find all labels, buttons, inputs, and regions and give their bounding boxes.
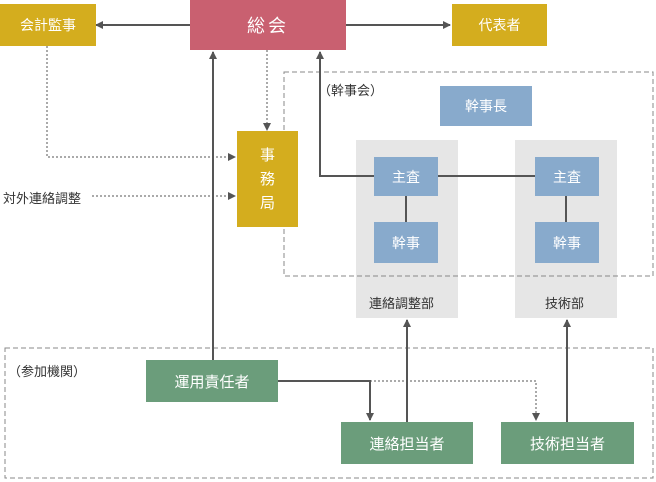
jimukyoku-char-3: 局 [259,194,275,212]
gijutsu-kanji-box: 幹事 [535,222,599,263]
renraku-kanji-box: 幹事 [374,222,438,263]
arrow-unyou-to-gijutsu-tantou [278,380,540,421]
arrow-unyou-to-renraku-tantou [278,380,374,421]
gijutsu-bu-label: 技術部 [545,297,585,312]
renraku-bu-label: 連絡調整部 [369,297,435,312]
unyou-sekininsha-box: 運用責任者 [146,360,278,402]
soukai-box: 総会 [190,0,346,50]
gijutsu-shusa-box: 主査 [535,157,599,196]
jimukyoku-char-1: 事 [259,146,275,164]
taigai-renraku-label: 対外連絡調整 [3,192,82,207]
sanka-kikan-label: （参加機関） [8,365,87,380]
jimukyoku-char-2: 務 [259,170,275,188]
sanka-kikan-frame [4,347,654,479]
renraku-shusa-box: 主査 [374,157,438,196]
arrow-kansa-to-jimukyoku [46,46,236,161]
kanjikai-label: （幹事会） [318,84,384,99]
gijutsu-tantousha-box: 技術担当者 [501,422,634,464]
jimukyoku-box: 事 務 局 [237,131,298,227]
kanjichou-box: 幹事長 [440,86,532,126]
renraku-tantousha-box: 連絡担当者 [341,422,473,464]
kaikei-kansa-box: 会計監事 [0,4,96,46]
arrow-shusa-to-soukai [316,51,374,177]
daihyousha-box: 代表者 [452,4,547,46]
